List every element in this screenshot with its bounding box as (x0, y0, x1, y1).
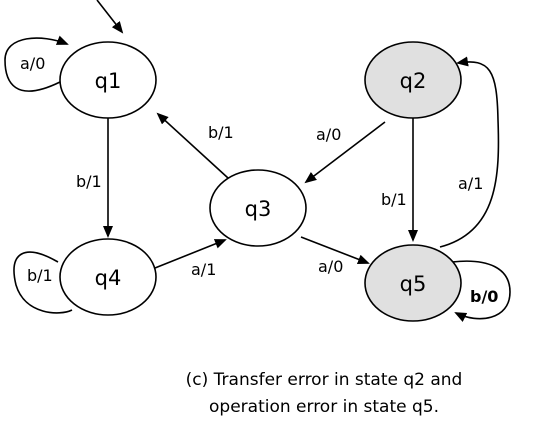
edge-q4-q3 (154, 239, 227, 269)
edge-q5-self-loop (451, 260, 511, 322)
initial-arrow (96, 0, 124, 34)
label-q2-q5: b/1 (381, 190, 407, 209)
caption-line-1: (c) Transfer error in state q2 and (186, 370, 463, 390)
state-label-q1: q1 (95, 69, 122, 93)
state-q3 (209, 169, 307, 247)
edge-q5-q2 (439, 56, 500, 248)
label-q2-q3: a/0 (316, 125, 341, 144)
edge-q2-q3 (304, 121, 386, 184)
label-q1-self-loop: a/0 (20, 54, 45, 73)
state-q2 (364, 41, 462, 119)
state-label-q3: q3 (245, 197, 272, 221)
state-q1 (59, 41, 157, 119)
label-q4-self-loop: b/1 (27, 266, 53, 285)
state-label-q2: q2 (400, 69, 427, 93)
caption-line-2: operation error in state q5. (209, 397, 439, 417)
label-q3-q1: b/1 (208, 123, 234, 142)
edge-q1-self-loop (4, 35, 69, 92)
edge-q3-q5 (300, 236, 370, 265)
label-q5-self-loop: b/0 (470, 287, 498, 306)
label-q3-q5: a/0 (318, 257, 343, 276)
edge-q3-q1 (156, 112, 229, 179)
edge-q4-self-loop (13, 251, 73, 314)
label-q1-q4: b/1 (76, 172, 102, 191)
state-label-q5: q5 (400, 272, 427, 296)
state-label-q4: q4 (95, 266, 122, 290)
state-q5 (364, 244, 462, 322)
label-q4-q3: a/1 (191, 260, 216, 279)
state-q4 (59, 238, 157, 316)
label-q5-q2: a/1 (458, 174, 483, 193)
